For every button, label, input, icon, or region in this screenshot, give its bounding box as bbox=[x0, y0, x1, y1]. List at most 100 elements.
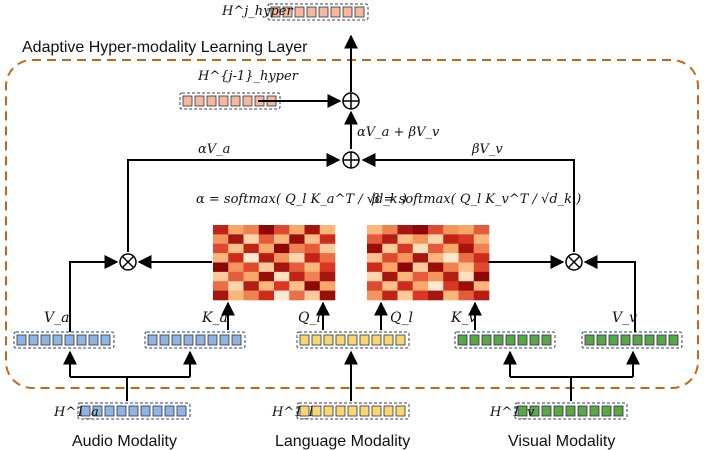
heatmap-cell bbox=[319, 262, 336, 273]
heatmap-cell bbox=[274, 271, 290, 282]
token-cell bbox=[152, 405, 163, 417]
token-cell bbox=[371, 334, 382, 346]
multiply-left-node bbox=[119, 253, 137, 271]
token-cell bbox=[517, 334, 528, 346]
heatmap-cell bbox=[473, 281, 490, 291]
heatmap-cell bbox=[258, 253, 275, 263]
token-cell bbox=[541, 334, 552, 346]
heatmap-cell bbox=[428, 271, 444, 282]
token-cell bbox=[299, 405, 310, 417]
token-cell bbox=[577, 405, 588, 417]
token-cell bbox=[632, 334, 643, 346]
heatmap-cell bbox=[428, 253, 444, 263]
token-cell bbox=[176, 405, 187, 417]
label-sum-expr: αV_a + βV_v bbox=[357, 125, 440, 140]
heatmap-cell bbox=[274, 281, 290, 291]
token-cell bbox=[311, 334, 322, 346]
heatmap-cell bbox=[397, 225, 414, 235]
heatmap-cell bbox=[428, 234, 444, 245]
heatmap-cell bbox=[319, 290, 336, 301]
heatmap-cell bbox=[258, 290, 275, 301]
token-cell bbox=[80, 405, 91, 417]
heatmap-cell bbox=[412, 225, 429, 235]
heatmap-cell bbox=[213, 281, 229, 291]
token-cell bbox=[668, 334, 679, 346]
heatmap-cell bbox=[458, 253, 475, 263]
heatmap-cell bbox=[443, 253, 459, 263]
token-cell bbox=[231, 334, 242, 346]
arrow-vv-to-mult bbox=[583, 255, 636, 332]
connectors bbox=[63, 34, 640, 401]
heatmap-cell bbox=[228, 281, 244, 291]
heatmap-cell bbox=[397, 262, 414, 273]
heatmap-cell bbox=[289, 281, 305, 291]
heatmap-cell bbox=[382, 225, 398, 235]
token-cell bbox=[347, 405, 358, 417]
heatmap-cell bbox=[367, 243, 383, 254]
token-cell bbox=[584, 334, 595, 346]
heatmap-cell bbox=[213, 225, 229, 235]
heatmap-cell bbox=[412, 281, 429, 291]
label-v-v: V_v bbox=[612, 310, 637, 326]
token-cell bbox=[64, 334, 75, 346]
heatmap-cell bbox=[289, 243, 305, 254]
token-cell bbox=[529, 405, 540, 417]
arrow-va-to-mult bbox=[69, 255, 119, 332]
heatmap-cell bbox=[258, 243, 275, 254]
token-cell bbox=[299, 334, 310, 346]
caption-audio-modality: Audio Modality bbox=[72, 433, 177, 450]
token-cell bbox=[195, 334, 206, 346]
caption-visual-modality: Visual Modality bbox=[508, 433, 615, 450]
heatmap-cell bbox=[458, 262, 475, 273]
label-h-v1: H^1_v bbox=[489, 405, 535, 420]
label-h-hyper-j-minus-1: H^{j-1}_hyper bbox=[197, 69, 299, 84]
token-cell bbox=[323, 334, 334, 346]
token-cell bbox=[206, 95, 217, 107]
heatmap-cell bbox=[243, 290, 260, 301]
token-cell bbox=[76, 334, 87, 346]
heatmap-cell bbox=[382, 262, 398, 273]
heatmap-cell bbox=[397, 281, 414, 291]
heatmap-cell bbox=[382, 253, 398, 263]
label-alpha-formula: α = softmax( Q_l K_a^T / √d_k ) bbox=[196, 192, 407, 207]
heatmap-cell bbox=[274, 243, 290, 254]
heatmap-cell bbox=[428, 290, 444, 301]
token-cell bbox=[359, 334, 370, 346]
token-cell bbox=[294, 6, 305, 18]
heatmap-cell bbox=[213, 253, 229, 263]
token-cell bbox=[335, 334, 346, 346]
heatmap-cell bbox=[458, 234, 475, 245]
token-cell bbox=[565, 405, 576, 417]
heatmap-cell bbox=[367, 253, 383, 263]
language-input-tokens bbox=[296, 402, 410, 420]
heatmap-cell bbox=[228, 262, 244, 273]
label-h-a1: H^1_a bbox=[53, 405, 99, 420]
heatmap-cell bbox=[289, 271, 305, 282]
heatmap-cell bbox=[367, 262, 383, 273]
heatmap-cell bbox=[243, 234, 260, 245]
token-cell bbox=[16, 334, 27, 346]
token-cell bbox=[318, 6, 329, 18]
token-cell bbox=[457, 334, 468, 346]
token-cell bbox=[589, 405, 600, 417]
heatmap-cell bbox=[289, 225, 305, 235]
attention-heatmap-alpha bbox=[213, 225, 336, 301]
token-cell bbox=[359, 405, 370, 417]
heatmap-cell bbox=[473, 225, 490, 235]
token-cell bbox=[100, 334, 111, 346]
heatmap-cell bbox=[367, 290, 383, 301]
heatmap-cell bbox=[412, 234, 429, 245]
heatmap-cell bbox=[443, 262, 459, 273]
heatmap-cell bbox=[228, 290, 244, 301]
heatmap-cell bbox=[228, 271, 244, 282]
label-beta-vv: βV_v bbox=[471, 142, 503, 157]
token-cell bbox=[529, 334, 540, 346]
token-cell bbox=[553, 405, 564, 417]
token-cell bbox=[395, 405, 406, 417]
token-groups bbox=[13, 3, 683, 420]
token-cell bbox=[505, 334, 516, 346]
token-cell bbox=[92, 405, 103, 417]
label-alpha-va: αV_a bbox=[198, 142, 230, 157]
token-cell bbox=[171, 334, 182, 346]
heatmap-cell bbox=[258, 271, 275, 282]
